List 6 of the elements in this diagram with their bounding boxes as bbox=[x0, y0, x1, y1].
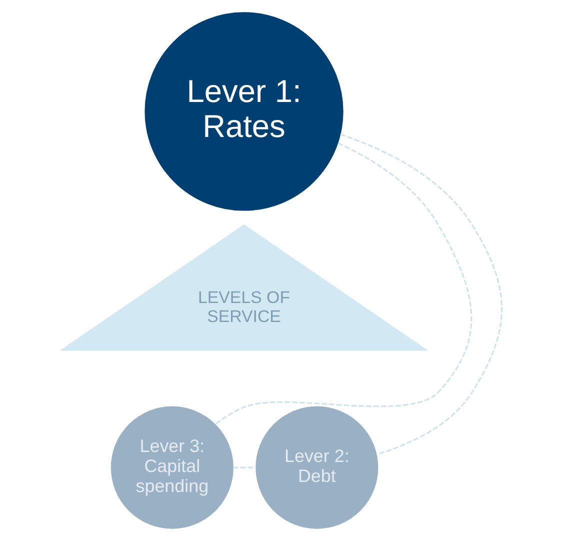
node-circle: Lever 2: Debt bbox=[255, 406, 378, 529]
connector bbox=[214, 142, 472, 425]
connector bbox=[232, 466, 256, 468]
node-circle: Lever 3: Capital spending bbox=[110, 406, 233, 529]
node-circle: Lever 1: Rates bbox=[144, 12, 343, 211]
connector bbox=[340, 134, 502, 456]
